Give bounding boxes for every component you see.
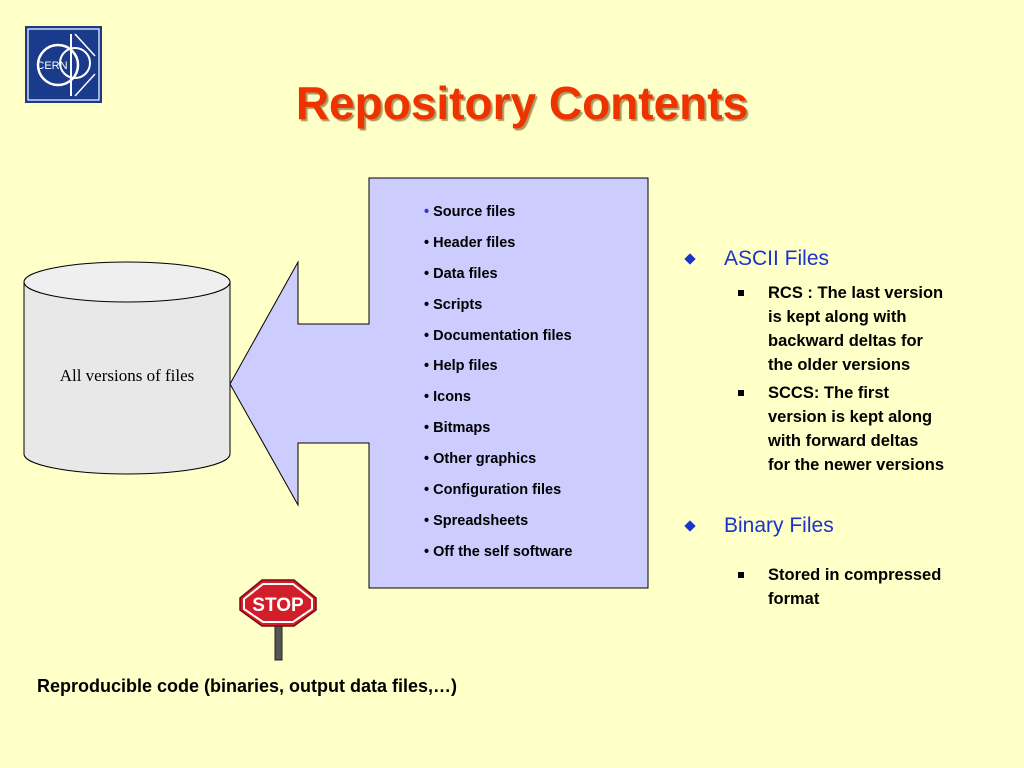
arrow-box (229, 177, 649, 589)
binary-item-compressed: Stored in compressed format (738, 563, 941, 611)
bullet: • (424, 512, 430, 529)
file-type-item: • Source files (424, 200, 648, 231)
bullet: • (424, 482, 430, 499)
bullet: • (424, 451, 430, 468)
bullet: • (424, 204, 430, 220)
bullet: • (424, 543, 430, 560)
file-type-label: Scripts (433, 296, 483, 313)
file-type-item: • Spreadsheets (424, 509, 648, 540)
diamond-bullet-icon (684, 520, 696, 532)
file-type-item: • Other graphics (424, 447, 648, 478)
stop-sign-icon: STOP (236, 578, 322, 662)
file-type-label: Off the self software (433, 543, 573, 560)
ascii-item-rcs: RCS : The last version is kept along wit… (738, 281, 943, 377)
file-type-item: • Documentation files (424, 324, 648, 355)
file-type-item: • Bitmaps (424, 416, 648, 447)
file-type-label: Bitmaps (433, 420, 491, 437)
bullet: • (424, 420, 430, 437)
bullet: • (424, 358, 430, 375)
square-bullet-icon (738, 290, 744, 296)
file-type-item: • Help files (424, 354, 648, 385)
cylinder-icon (23, 261, 231, 475)
stop-sign-text: STOP (252, 595, 304, 616)
file-type-label: Icons (433, 389, 471, 406)
file-type-label: Spreadsheets (433, 512, 529, 529)
cern-logo: CERN (25, 26, 102, 103)
file-type-label: Help files (433, 358, 498, 375)
file-type-label: Configuration files (433, 482, 562, 499)
cern-logo-text: CERN (36, 60, 67, 72)
bullet: • (424, 327, 430, 344)
file-type-item: • Off the self software (424, 540, 648, 571)
page-title: Repository Contents (295, 77, 749, 129)
file-type-label: Source files (433, 204, 516, 220)
file-type-item: • Configuration files (424, 478, 648, 509)
file-type-list: • Source files• Header files• Data files… (424, 200, 648, 571)
diamond-bullet-icon (684, 253, 696, 265)
square-bullet-icon (738, 572, 744, 578)
file-type-item: • Data files (424, 262, 648, 293)
cylinder-label: All versions of files (59, 366, 195, 385)
repository-diagram (23, 177, 649, 589)
file-type-label: Data files (433, 265, 498, 282)
file-type-item: • Icons (424, 385, 648, 416)
bullet: • (424, 296, 430, 313)
footer-text: Reproducible code (binaries, output data… (37, 676, 458, 696)
bullet: • (424, 389, 430, 406)
file-type-label: Header files (433, 234, 516, 251)
bullet: • (424, 234, 430, 251)
square-bullet-icon (738, 390, 744, 396)
file-type-item: • Scripts (424, 293, 648, 324)
file-type-label: Other graphics (433, 451, 537, 468)
ascii-item-sccs: SCCS: The first version is kept along wi… (738, 381, 944, 477)
bullet: • (424, 265, 430, 282)
file-type-label: Documentation files (433, 327, 572, 344)
file-type-item: • Header files (424, 231, 648, 262)
